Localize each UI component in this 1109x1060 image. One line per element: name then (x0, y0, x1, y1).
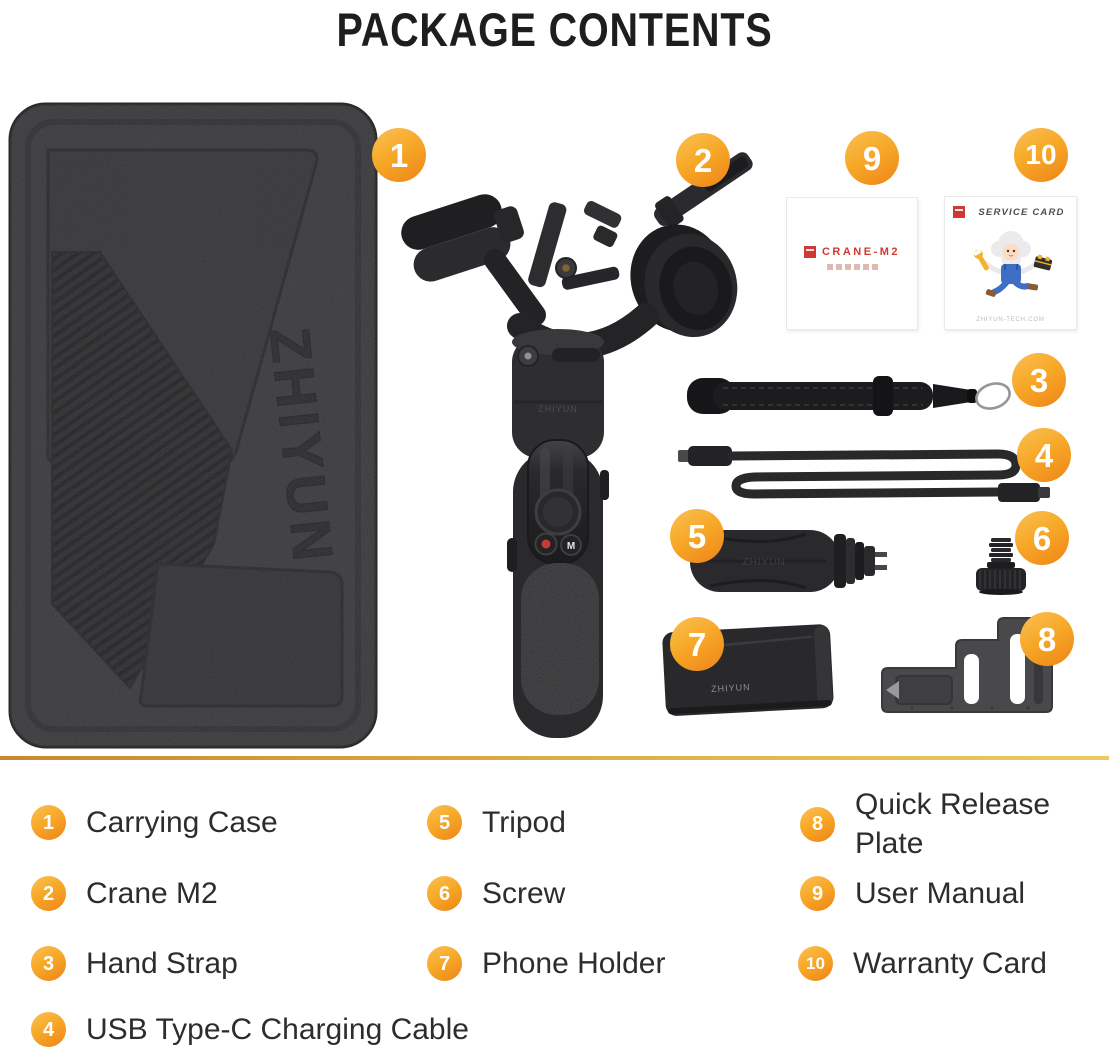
legend-badge-5: 5 (427, 805, 462, 840)
gimbal-left-arm (484, 249, 546, 326)
legend-item-carrying-case: 1 Carrying Case (31, 803, 278, 842)
case-body: ZHIYUN (8, 102, 378, 749)
marker-10: 10 (1014, 128, 1068, 182)
legend-item-crane-m2: 2 Crane M2 (31, 874, 218, 913)
strap-wire-loop (975, 382, 1011, 410)
marker-8: 8 (1020, 612, 1074, 666)
legend-badge-7: 7 (427, 946, 462, 981)
manual-title-row: CRANE-M2 (787, 246, 917, 258)
marker-5: 5 (670, 509, 724, 563)
legend-label-5: Tripod (482, 806, 566, 839)
legend-divider (0, 756, 1109, 760)
plate-arrow-icon (886, 681, 899, 699)
marker-1: 1 (372, 128, 426, 182)
usb-connector-left (678, 446, 732, 466)
gimbal-image: ZHIYUN M (401, 152, 753, 738)
legend-item-quick-release-plate: 8 Quick Release Plate (800, 785, 1109, 863)
screw-knurled-head (976, 568, 1026, 595)
brand-logo-icon (803, 246, 816, 258)
legend-badge-2: 2 (31, 876, 66, 911)
legend-item-hand-strap: 3 Hand Strap (31, 944, 238, 983)
legend-label-4: USB Type-C Charging Cable (86, 1013, 469, 1046)
legend-label-3: Hand Strap (86, 947, 238, 980)
manual-subtitle-glyphs (787, 264, 917, 270)
legend-item-usb-cable: 4 USB Type-C Charging Cable (31, 1010, 469, 1049)
usb-connector-right (998, 483, 1050, 502)
marker-3: 3 (1012, 353, 1066, 407)
cable-cord (727, 449, 1021, 499)
gimbal-mode-button-label: M (567, 541, 575, 552)
legend-badge-1: 1 (31, 805, 66, 840)
marker-6: 6 (1015, 511, 1069, 565)
page-title: PACKAGE CONTENTS (336, 3, 773, 56)
strap-buckle (873, 376, 893, 416)
screw-thread (989, 538, 1013, 562)
legend-badge-3: 3 (31, 946, 66, 981)
gimbal-tilt-motor (401, 194, 524, 282)
brand-logo-icon (953, 206, 965, 218)
gimbal-handle: M (507, 439, 609, 738)
legend-item-phone-holder: 7 Phone Holder (427, 944, 665, 983)
manual-product-name: CRANE-M2 (821, 246, 901, 258)
usb-cable-image (678, 446, 1050, 502)
hand-strap-image (687, 376, 1011, 416)
marker-4: 4 (1017, 428, 1071, 482)
service-card-website: ZHIYUN-TECH.COM (976, 317, 1045, 323)
legend-badge-8: 8 (800, 806, 835, 842)
legend-item-tripod: 5 Tripod (427, 803, 566, 842)
legend-label-7: Phone Holder (482, 947, 666, 980)
gimbal-mode-button (560, 534, 582, 556)
legend-label-9: User Manual (855, 877, 1026, 910)
gimbal-roll-motor (630, 224, 738, 338)
legend-badge-6: 6 (427, 876, 462, 911)
plate-slot (964, 654, 979, 704)
wrench-icon (972, 249, 989, 271)
tripod-head (834, 534, 887, 588)
legend-item-user-manual: 9 User Manual (800, 874, 1025, 913)
legend-label-6: Screw (482, 877, 566, 910)
legend-label-10: Warranty Card (853, 947, 1047, 980)
legend-label-8: Quick Release Plate (855, 788, 1051, 860)
legend-item-warranty-card: 10 Warranty Card (798, 944, 1047, 983)
phone-holder-logo-text: ZHIYUN (711, 682, 751, 694)
marker-2: 2 (676, 133, 730, 187)
legend-badge-10: 10 (798, 946, 833, 981)
marker-7: 7 (670, 617, 724, 671)
legend-label-1: Carrying Case (86, 806, 278, 839)
toolbox-icon (1033, 254, 1052, 271)
service-mascot-illustration (972, 231, 1052, 298)
user-manual-card: CRANE-M2 (786, 197, 918, 330)
legend-label-2: Crane M2 (86, 877, 218, 910)
screw-image (976, 538, 1026, 595)
marker-9: 9 (845, 131, 899, 185)
gimbal-mount-bracket (528, 201, 622, 290)
gimbal-pan-motor: ZHIYUN (512, 329, 604, 458)
tripod-logo-text: ZHIYUN (742, 557, 785, 568)
service-card-title: SERVICE CARD (978, 206, 1065, 218)
service-card-header: SERVICE CARD (953, 206, 1068, 218)
plate-slot (1010, 634, 1025, 704)
gimbal-logo-text: ZHIYUN (538, 404, 578, 414)
legend-badge-4: 4 (31, 1012, 66, 1047)
service-card: SERVICE CARD (944, 196, 1077, 330)
legend-item-screw: 6 Screw (427, 874, 565, 913)
legend-badge-9: 9 (800, 876, 835, 911)
tripod-image: ZHIYUN (690, 530, 887, 592)
carrying-case-image: ZHIYUN (8, 102, 378, 749)
quick-release-plate-image (881, 617, 1053, 713)
